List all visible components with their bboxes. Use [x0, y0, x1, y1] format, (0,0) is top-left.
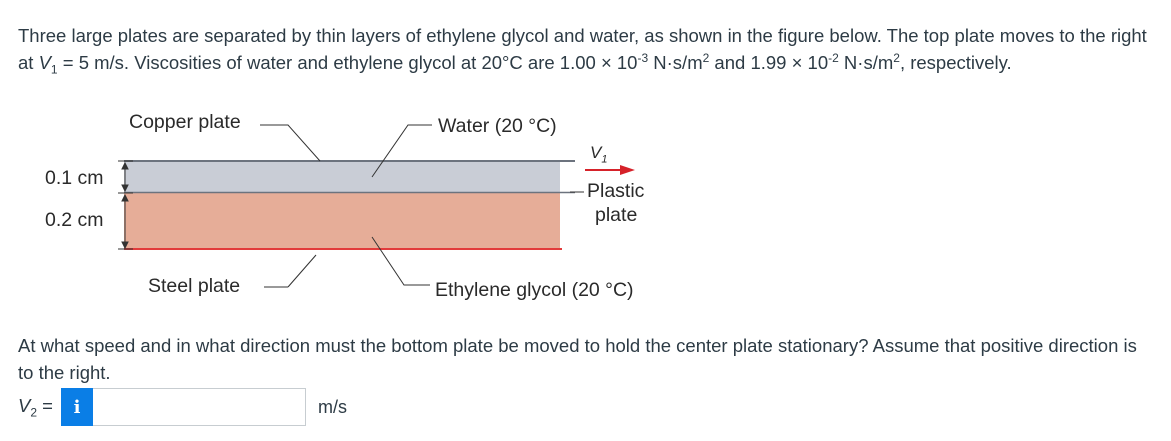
- unit-label: m/s: [317, 396, 347, 417]
- leader-lines: [260, 124, 584, 288]
- plates-figure: Copper plate Water (20 °C) V1 0.1 cm 0.2…: [0, 105, 700, 315]
- question-text: Three large plates are separated by thin…: [18, 25, 1147, 77]
- v1-label: V1: [590, 143, 608, 166]
- ethylene-glycol-layer: [124, 193, 560, 249]
- v2-answer-input[interactable]: [92, 388, 306, 426]
- steel-plate-label: Steel plate: [148, 275, 241, 297]
- water-label: Water (20 °C): [438, 115, 557, 137]
- thickness-top-label: 0.1 cm: [45, 167, 104, 189]
- water-layer: [124, 162, 560, 192]
- plates-diagram: [118, 124, 635, 288]
- info-icon[interactable]: i: [60, 388, 93, 426]
- v1-symbol: V: [38, 52, 51, 73]
- prompt-text: At what speed and in what direction must…: [18, 335, 1137, 383]
- dimension-markers: [118, 160, 133, 250]
- thickness-bottom-label: 0.2 cm: [45, 209, 104, 231]
- ethylene-glycol-label: Ethylene glycol (20 °C): [435, 279, 634, 301]
- v2-label: V2 =: [18, 394, 53, 420]
- copper-plate-label: Copper plate: [129, 111, 241, 133]
- answer-row: V2 = i m/s: [18, 388, 347, 426]
- arrow-head-icon: [620, 165, 635, 175]
